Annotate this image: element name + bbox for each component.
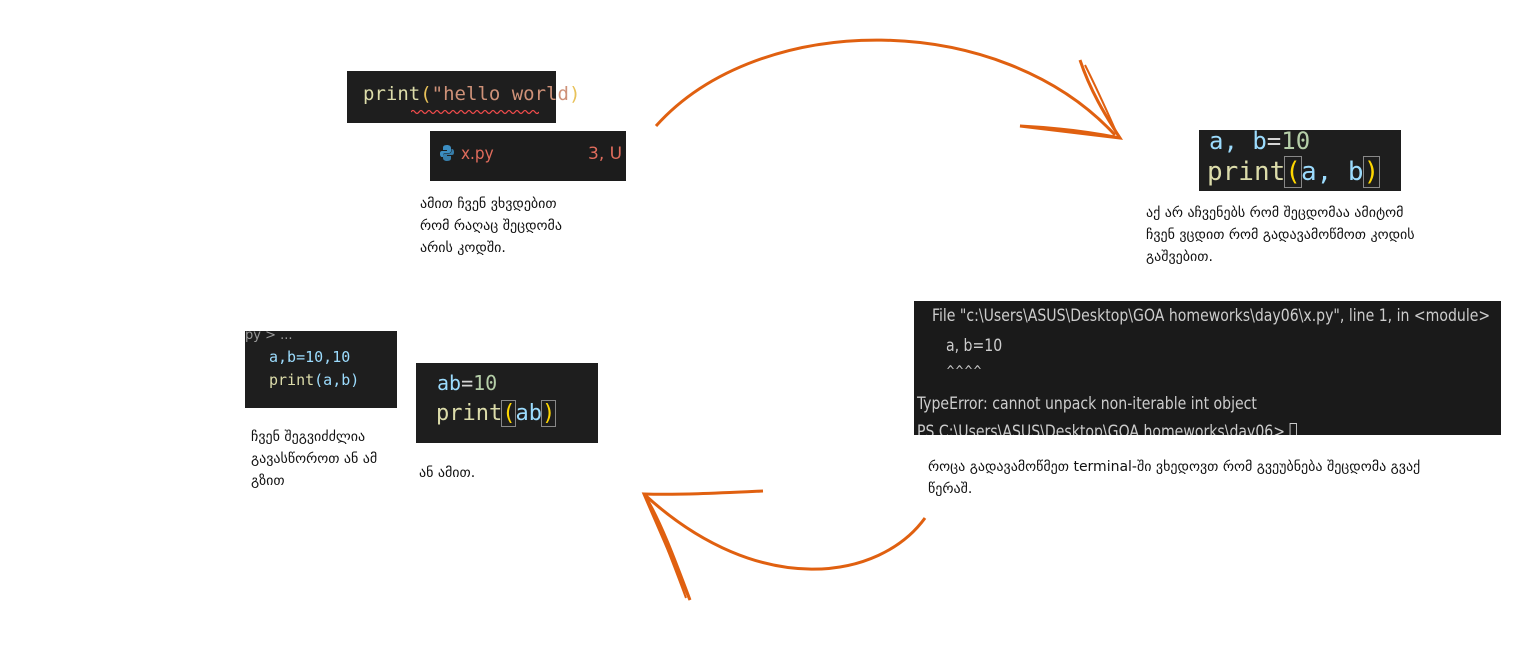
caption-line: გაშვებით.: [1146, 249, 1213, 265]
tab-filename: x.py: [461, 144, 494, 164]
caption-fix2: ან ამით.: [419, 462, 475, 484]
caption-terminal: როცა გადავამოწმეთ terminal-ში ვხედოვთ რო…: [928, 456, 1420, 500]
caption-top-right: აქ არ აჩვენებს რომ შეცდომაა ამიტომ ჩვენ …: [1146, 202, 1415, 268]
code-op: =: [461, 371, 474, 395]
code-func: print: [269, 371, 315, 389]
bottom-arrowhead: [641, 489, 764, 601]
breadcrumb: py > ...: [245, 328, 293, 343]
code-line: print("hello world): [363, 83, 580, 105]
caption-line: როცა გადავამოწმეთ terminal-ში ვხედოვთ რო…: [928, 459, 1421, 475]
code-snippet-ab-print: a, b=10 print(a, b): [1199, 127, 1401, 191]
terminal-cursor: [1289, 423, 1297, 435]
terminal-line: File "c:\Users\ASUS\Desktop\GOA homework…: [932, 306, 1491, 326]
caption-fix1: ჩვენ შეგვიძძლია გავასწოროთ ან ამ გზით: [251, 426, 377, 492]
code-args: a, b: [1300, 157, 1364, 187]
bottom-arc-arrow: [643, 493, 927, 571]
code-line: ab=10: [437, 371, 497, 395]
code-var: ab: [437, 371, 462, 395]
code-snippet-print-hello: print("hello world): [347, 71, 580, 123]
caption-line: რომ რაღაც შეცდომა: [420, 218, 562, 234]
top-arrowhead: [1019, 59, 1124, 140]
caption-line: ამით ჩვენ ვხვდებით: [420, 196, 557, 212]
caption-line: ჩვენ შეგვიძძლია: [251, 429, 366, 445]
tab-error-badge: 3, U: [588, 144, 623, 164]
code-num: 10: [473, 371, 498, 395]
code-paren: ): [1362, 156, 1381, 188]
python-icon: [440, 145, 454, 161]
code-string: "hello world: [431, 83, 569, 105]
code-paren: (: [420, 83, 432, 105]
code-op: =: [1266, 127, 1282, 155]
terminal-prompt[interactable]: PS C:\Users\ASUS\Desktop\GOA homeworks\d…: [917, 422, 1297, 435]
terminal-output: File "c:\Users\ASUS\Desktop\GOA homework…: [914, 301, 1501, 435]
code-snippet-fix-single: ab=10 print(ab): [416, 363, 598, 443]
code-line: a,b=10,10: [269, 348, 351, 366]
caption-line: გავასწოროთ ან ამ: [251, 451, 378, 467]
terminal-line: ^^^^: [946, 364, 983, 379]
caption-line: აქ არ აჩვენებს რომ შეცდომაა ამიტომ: [1146, 205, 1404, 221]
code-func: print: [436, 401, 503, 426]
code-args: (a,b): [314, 371, 360, 389]
code-num: 10: [1281, 127, 1311, 155]
editor-file-tab[interactable]: x.py 3, U: [430, 131, 626, 181]
code-paren: (: [1284, 156, 1302, 188]
code-paren: ): [568, 83, 581, 105]
top-arc-arrow: [654, 38, 1117, 137]
error-squiggle: [411, 109, 539, 115]
code-line: print(a,b): [269, 371, 359, 389]
caption-line: არის კოდში.: [420, 240, 506, 256]
code-snippet-fix-tuple: py > ... a,b=10,10 print(a,b): [245, 328, 397, 408]
caption-squiggle: ამით ჩვენ ვხვდებით რომ რაღაც შეცდომა არი…: [420, 193, 562, 259]
caption-line: გზით: [251, 473, 285, 489]
code-line: print(ab): [436, 400, 557, 427]
terminal-prompt-text: PS C:\Users\ASUS\Desktop\GOA homeworks\d…: [917, 422, 1290, 435]
code-line: a, b=10: [1209, 127, 1310, 155]
code-paren: ): [540, 400, 557, 427]
terminal-error-line: TypeError: cannot unpack non-iterable in…: [917, 394, 1257, 414]
code-func: print: [1207, 157, 1286, 187]
terminal-line: a, b=10: [946, 336, 1003, 356]
caption-line: წერაშ.: [928, 481, 973, 497]
code-func: print: [363, 83, 421, 105]
caption-line: ჩვენ ვცდით რომ გადავამოწმოთ კოდის: [1146, 227, 1415, 243]
code-var: a, b: [1209, 127, 1267, 155]
code-paren: (: [501, 400, 517, 427]
caption-line: ან ამით.: [419, 465, 476, 481]
code-args: ab: [515, 401, 542, 426]
code-line: print(a, b): [1207, 156, 1381, 188]
